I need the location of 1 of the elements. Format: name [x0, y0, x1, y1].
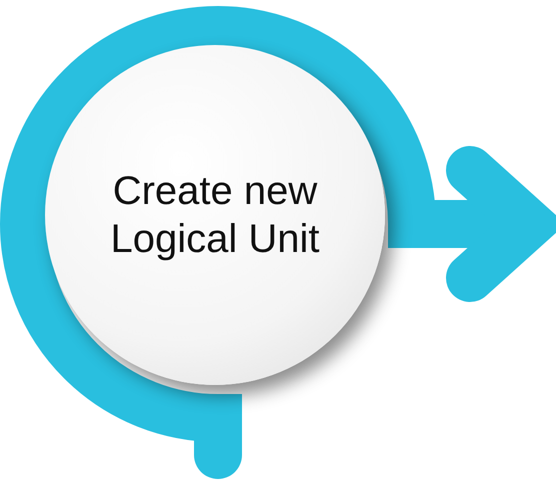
node-label: Create new Logical Unit	[109, 168, 320, 263]
